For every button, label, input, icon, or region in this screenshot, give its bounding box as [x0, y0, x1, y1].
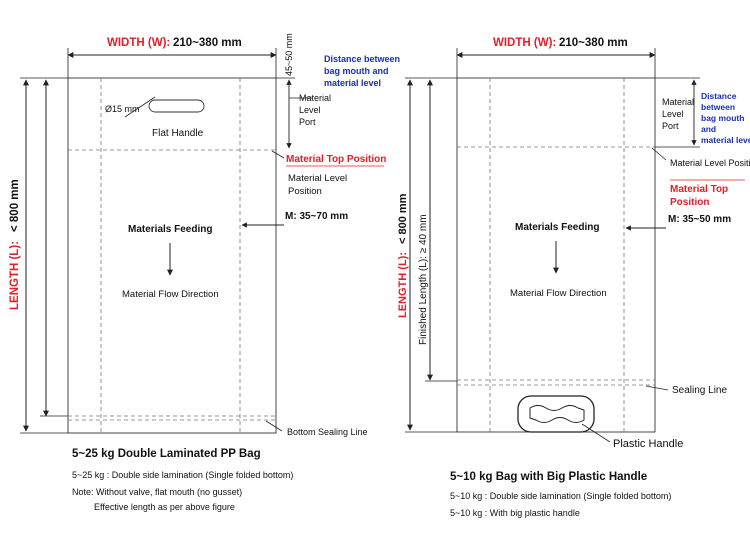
left-top-margin-label: 45~50 mm [284, 33, 294, 76]
right-distance-note-1: Distance [701, 91, 737, 101]
right-plastic-handle-label: Plastic Handle [613, 438, 683, 450]
right-plastic-handle-inner [529, 405, 585, 423]
left-level-position-1: Material Level [288, 173, 347, 184]
right-distance-note-5: material level [701, 135, 750, 145]
right-distance-note-3: bag mouth [701, 113, 744, 123]
right-distance-note-4: and [701, 124, 716, 134]
left-distance-note-1: Distance between [324, 54, 400, 64]
left-caption-title: 5~25 kg Double Laminated PP Bag [72, 448, 261, 460]
left-flat-handle-label: Flat Handle [152, 128, 204, 139]
left-flow-label: Material Flow Direction [122, 289, 219, 300]
right-distance-note-2: between [701, 102, 735, 112]
right-plastic-handle-outer [517, 395, 595, 433]
right-caption-line-2: 5~10 kg : With big plastic handle [450, 508, 580, 518]
right-m-label: M: 35~50 mm [668, 214, 731, 225]
left-distance-note-2: bag mouth and [324, 66, 389, 76]
left-level-port-3: Port [299, 117, 316, 127]
right-length-label: LENGTH (L): [397, 252, 409, 318]
left-hole-dia: Ø15 mm [105, 104, 140, 114]
right-top-position-2: Position [670, 197, 709, 208]
left-caption-line-2: Note: Without valve, flat mouth (no guss… [72, 487, 242, 497]
right-sealing-leader [645, 385, 669, 391]
left-length-value: < 800 mm [9, 179, 21, 232]
left-hole-leader [124, 96, 156, 118]
left-level-port-1: Material [299, 93, 331, 103]
left-flat-handle-slot [148, 99, 205, 113]
left-level-port-2: Level [299, 105, 321, 115]
left-level-position-2: Position [288, 186, 322, 197]
right-level-pos-leader [651, 147, 667, 161]
left-bottom-seal-label: Bottom Sealing Line [287, 427, 368, 437]
left-top-pos-leader [271, 150, 285, 159]
right-top-position-1: Material Top [670, 184, 728, 195]
right-finished-length-label: Finished Length (L): ≥ 40 mm [418, 214, 429, 345]
left-distance-note-3: material level [324, 78, 381, 88]
right-width-value: 210~380 mm [559, 37, 628, 49]
right-width-label: WIDTH (W): [493, 37, 556, 49]
right-sealing-line-label: Sealing Line [672, 385, 727, 396]
right-flow-label: Material Flow Direction [510, 288, 607, 299]
left-bottom-seal-leader [265, 420, 283, 432]
right-level-port-1: Material [662, 97, 694, 107]
left-top-position-label: Material Top Position [286, 154, 386, 165]
right-caption-line-1: 5~10 kg : Double side lamination (Single… [450, 491, 671, 501]
right-feeding-label: Materials Feeding [515, 222, 599, 233]
left-bag: WIDTH (W): 210~380 mm LENGTH (L): < 800 … [9, 33, 400, 512]
right-bag: WIDTH (W): 210~380 mm LENGTH (L): < 800 … [397, 37, 750, 518]
right-length-value: < 800 mm [397, 193, 409, 244]
left-feeding-label: Materials Feeding [128, 224, 212, 235]
left-width-label: WIDTH (W): [107, 37, 170, 49]
left-caption-line-3: Effective length as per above figure [94, 502, 235, 512]
right-plastic-handle-leader [581, 423, 611, 443]
right-level-port-3: Port [662, 121, 679, 131]
right-level-port-2: Level [662, 109, 684, 119]
left-m-label: M: 35~70 mm [285, 211, 348, 222]
right-caption-title: 5~10 kg Bag with Big Plastic Handle [450, 471, 647, 483]
left-width-value: 210~380 mm [173, 37, 242, 49]
right-level-position-label: Material Level Position [670, 158, 750, 168]
left-length-label: LENGTH (L): [9, 241, 21, 310]
left-bag-outline [67, 77, 277, 434]
left-caption-line-1: 5~25 kg : Double side lamination (Single… [72, 470, 293, 480]
